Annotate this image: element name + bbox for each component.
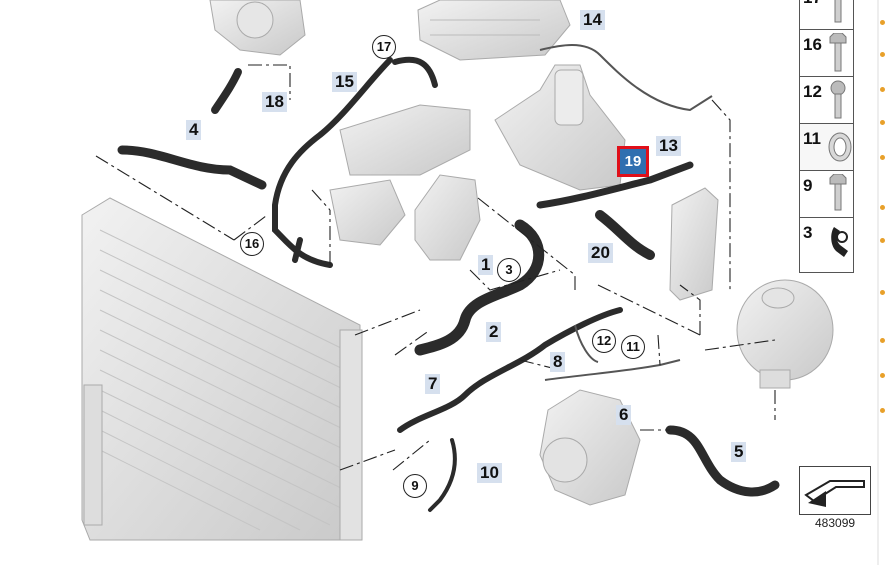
circled-callout-17[interactable]: 17 bbox=[372, 35, 396, 59]
circled-callout-9[interactable]: 9 bbox=[403, 474, 427, 498]
reference-icon-box bbox=[799, 466, 871, 515]
callout-7[interactable]: 7 bbox=[425, 374, 441, 394]
accent-dot bbox=[880, 155, 885, 160]
leader-lines bbox=[95, 64, 776, 471]
hose-clamp-icon bbox=[828, 132, 852, 162]
hex-bolt-icon bbox=[829, 174, 847, 211]
egr-module bbox=[329, 104, 471, 246]
oil-filter-housing bbox=[494, 64, 626, 191]
callout-6[interactable]: 6 bbox=[616, 405, 632, 425]
sidebar-item-16[interactable]: 16 bbox=[800, 29, 853, 77]
sidebar-item-label: 11 bbox=[803, 129, 821, 148]
callout-20[interactable]: 20 bbox=[588, 243, 613, 263]
hose-19 bbox=[536, 161, 694, 209]
sidebar-item-9[interactable]: 9 bbox=[800, 170, 853, 218]
sidebar-item-12[interactable]: 12 bbox=[800, 76, 853, 124]
circled-callout-12[interactable]: 12 bbox=[592, 329, 616, 353]
accent-dot bbox=[880, 87, 885, 92]
water-pump bbox=[539, 389, 641, 506]
accent-dot bbox=[880, 290, 885, 295]
thin-pipes bbox=[539, 44, 713, 381]
callout-2[interactable]: 2 bbox=[486, 322, 502, 342]
reference-number: 483099 bbox=[815, 516, 856, 530]
hose-20 bbox=[595, 210, 655, 260]
accent-dot bbox=[880, 238, 885, 243]
callout-14[interactable]: 14 bbox=[580, 10, 605, 30]
cylinder-head bbox=[417, 0, 571, 61]
radiator bbox=[81, 197, 363, 541]
clip-icon bbox=[831, 227, 848, 257]
bolt-icon bbox=[834, 0, 842, 23]
accent-dot bbox=[880, 205, 885, 210]
parts-sidebar: 17 16 12 11 bbox=[799, 0, 854, 273]
highlighted-callout-19[interactable]: 19 bbox=[617, 146, 649, 177]
hose-4 bbox=[117, 145, 267, 190]
hose-7 bbox=[397, 307, 623, 433]
oil-cooler bbox=[669, 187, 719, 301]
callout-18[interactable]: 18 bbox=[262, 92, 287, 112]
coolant-hoses bbox=[117, 56, 780, 512]
callout-13[interactable]: 13 bbox=[656, 136, 681, 156]
hose-15 bbox=[272, 57, 393, 268]
sidebar-item-label: 12 bbox=[803, 82, 822, 101]
accent-dot bbox=[880, 52, 885, 57]
hose-8 bbox=[428, 438, 457, 512]
callout-4[interactable]: 4 bbox=[186, 120, 202, 140]
document-arrow-icon bbox=[804, 480, 865, 507]
sidebar-item-label: 17 bbox=[803, 0, 822, 8]
hose-5 bbox=[665, 425, 780, 497]
circled-callout-3[interactable]: 3 bbox=[497, 258, 521, 282]
callout-15[interactable]: 15 bbox=[332, 72, 357, 92]
callout-8[interactable]: 10 bbox=[477, 463, 502, 483]
accent-dot bbox=[880, 338, 885, 343]
circled-callout-16[interactable]: 16 bbox=[240, 232, 264, 256]
accent-dot bbox=[880, 20, 885, 25]
sidebar-item-3[interactable]: 3 bbox=[800, 217, 853, 265]
bolt-icon bbox=[830, 80, 846, 119]
accent-dot bbox=[880, 408, 885, 413]
circled-callout-11[interactable]: 11 bbox=[621, 335, 645, 359]
callout-1[interactable]: 1 bbox=[478, 255, 494, 275]
sidebar-item-label: 16 bbox=[803, 35, 822, 54]
sidebar-item-17[interactable]: 17 bbox=[800, 0, 853, 30]
expansion-tank bbox=[736, 279, 834, 389]
thermostat-housing bbox=[414, 174, 481, 261]
sidebar-item-11[interactable]: 11 bbox=[800, 123, 853, 171]
hose-1 bbox=[414, 219, 545, 356]
accent-dot bbox=[880, 373, 885, 378]
callout-10[interactable]: 8 bbox=[550, 352, 566, 372]
hose-18 bbox=[211, 68, 242, 114]
accent-dot bbox=[880, 120, 885, 125]
hex-bolt-icon bbox=[829, 33, 847, 72]
sidebar-item-label: 3 bbox=[803, 223, 813, 242]
sidebar-item-label: 9 bbox=[803, 176, 813, 195]
page-edge bbox=[877, 0, 885, 565]
turbocharger bbox=[209, 0, 306, 56]
callout-5[interactable]: 5 bbox=[731, 442, 747, 462]
